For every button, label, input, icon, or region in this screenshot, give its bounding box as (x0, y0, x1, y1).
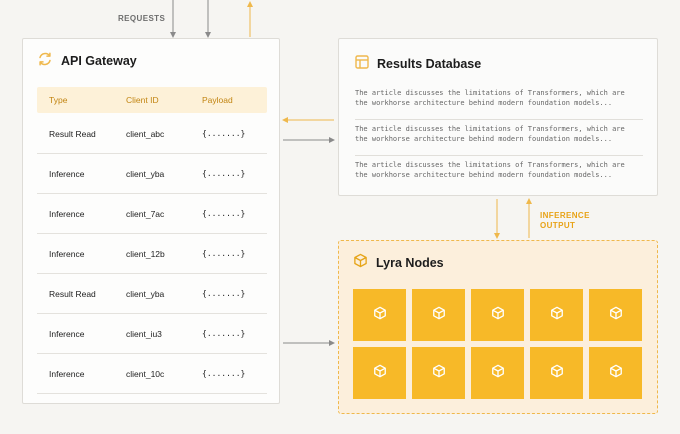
row-type: Inference (49, 249, 85, 259)
db-entry: The article discusses the limitations of… (355, 89, 629, 107)
results-database-title: Results Database (377, 57, 482, 71)
inference-output-label: INFERENCE OUTPUT (540, 211, 590, 231)
row-client-id: client_abc (126, 129, 165, 139)
db-divider (355, 155, 643, 156)
lyra-node (353, 289, 406, 341)
column-header-type: Type (49, 95, 68, 105)
lyra-node (412, 347, 465, 399)
row-payload: {.......} (202, 329, 246, 338)
lyra-node (530, 289, 583, 341)
row-type: Inference (49, 209, 85, 219)
results-database-header: Results Database (355, 54, 482, 74)
row-client-id: client_yba (126, 169, 165, 179)
api-gateway-header: API Gateway (37, 51, 137, 72)
lyra-nodes-title: Lyra Nodes (376, 256, 444, 270)
row-payload: {.......} (202, 289, 246, 298)
table-row: Result Read client_yba {.......} (37, 274, 267, 314)
row-payload: {.......} (202, 129, 246, 138)
row-payload: {.......} (202, 209, 246, 218)
db-entry: The article discusses the limitations of… (355, 125, 629, 143)
lyra-nodes-header: Lyra Nodes (353, 253, 444, 273)
row-client-id: client_7ac (126, 209, 165, 219)
db-divider (355, 119, 643, 120)
cube-icon (609, 364, 623, 383)
lyra-node (589, 347, 642, 399)
results-database-panel: Results Database The article discusses t… (338, 38, 658, 196)
cube-icon (432, 364, 446, 383)
table-row: Inference client_iu3 {.......} (37, 314, 267, 354)
cube-icon (550, 364, 564, 383)
db-entry: The article discusses the limitations of… (355, 161, 629, 179)
table-row: Inference client_12b {.......} (37, 234, 267, 274)
column-header-client-id: Client ID (126, 95, 159, 105)
row-client-id: client_iu3 (126, 329, 162, 339)
api-gateway-title: API Gateway (61, 54, 137, 68)
cube-icon (373, 306, 387, 325)
lyra-node (530, 347, 583, 399)
row-type: Inference (49, 369, 85, 379)
row-payload: {.......} (202, 369, 246, 378)
inference-output-label-line1: INFERENCE (540, 211, 590, 220)
table-row: Result Read client_abc {.......} (37, 114, 267, 154)
lyra-node (589, 289, 642, 341)
inference-output-label-line2: OUTPUT (540, 221, 576, 230)
row-type: Inference (49, 329, 85, 339)
cube-icon (609, 306, 623, 325)
lyra-node (412, 289, 465, 341)
table-row: Inference client_7ac {.......} (37, 194, 267, 234)
cube-icon (373, 364, 387, 383)
cube-icon (550, 306, 564, 325)
gateway-table-header: Type Client ID Payload (37, 87, 267, 113)
refresh-cycle-icon (37, 51, 53, 72)
row-type: Result Read (49, 129, 96, 139)
cube-icon (432, 306, 446, 325)
cube-icon (491, 306, 505, 325)
api-gateway-panel: API Gateway Type Client ID Payload Resul… (22, 38, 280, 404)
requests-label: REQUESTS (118, 14, 166, 23)
lyra-node (353, 347, 406, 399)
row-client-id: client_12b (126, 249, 165, 259)
cube-icon (353, 253, 368, 273)
table-row: Inference client_10c {.......} (37, 354, 267, 394)
cube-icon (491, 364, 505, 383)
lyra-node (471, 289, 524, 341)
row-client-id: client_yba (126, 289, 165, 299)
table-row: Inference client_yba {.......} (37, 154, 267, 194)
row-type: Inference (49, 169, 85, 179)
lyra-node (471, 347, 524, 399)
row-type: Result Read (49, 289, 96, 299)
column-header-payload: Payload (202, 95, 233, 105)
table-layout-icon (355, 54, 369, 74)
lyra-nodes-panel: Lyra Nodes (338, 240, 658, 414)
row-payload: {.......} (202, 169, 246, 178)
row-client-id: client_10c (126, 369, 165, 379)
row-payload: {.......} (202, 249, 246, 258)
